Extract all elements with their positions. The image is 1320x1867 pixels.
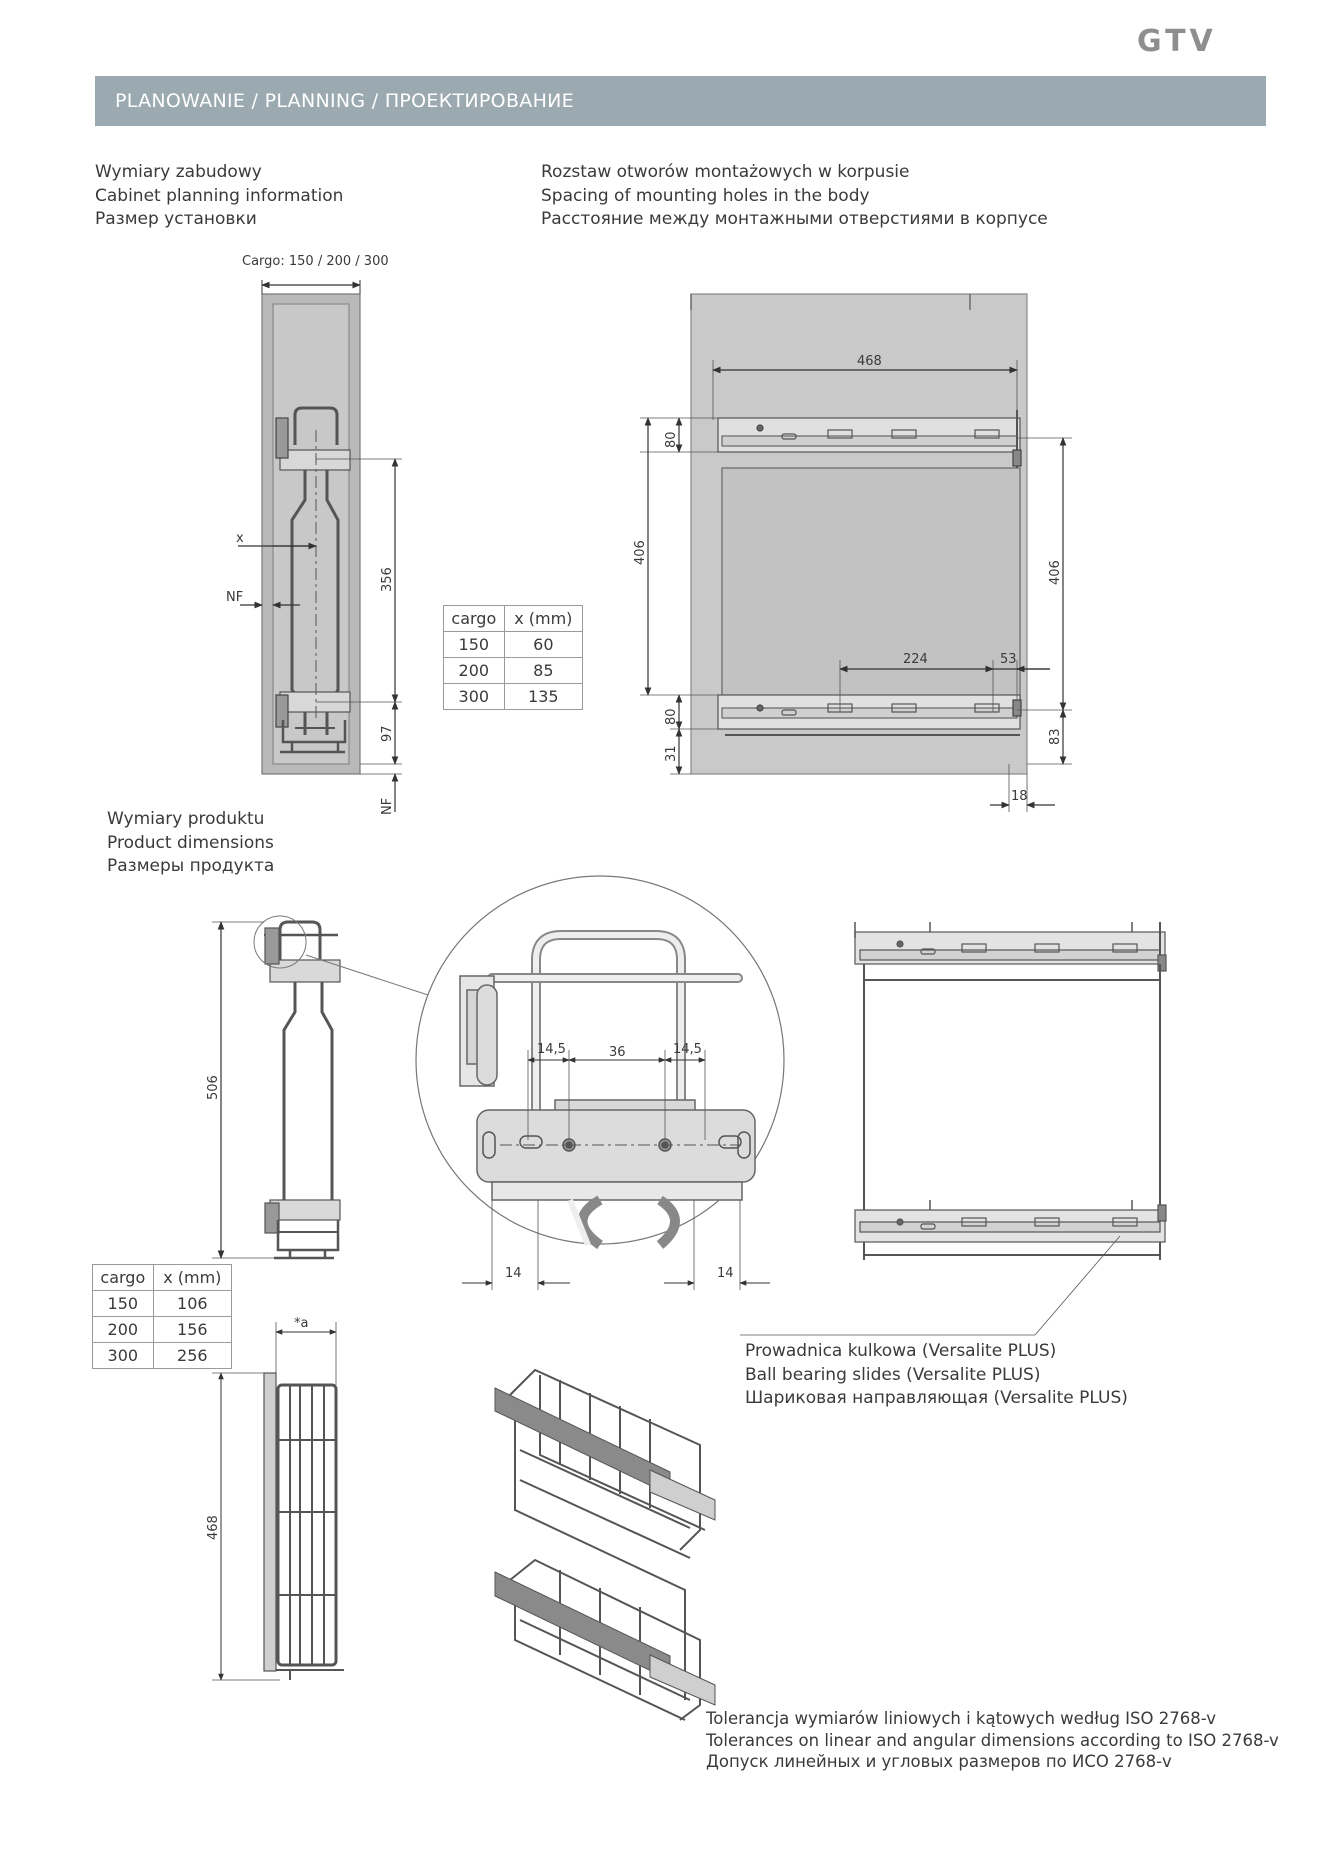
caption-line: Product dimensions [107,832,274,853]
caption-line: Prowadnica kulkowa (Versalite PLUS) [745,1341,1057,1361]
cabinet-planning-caption: Wymiary zabudowy Cabinet planning inform… [95,161,343,232]
dimension-18: 18 [1011,789,1028,804]
caption-line: Размеры продукта [107,856,275,876]
product-side-profile [212,1322,344,1681]
mounting-holes-caption: Rozstaw otworów montażowych w korpusie S… [541,161,1048,232]
ball-bearing-slides-caption: Prowadnica kulkowa (Versalite PLUS) Ball… [745,1340,1128,1411]
table-cell: 85 [503,657,584,684]
table-cell: 256 [152,1342,233,1369]
caption-line: Spacing of mounting holes in the body [541,185,870,206]
product-dimensions-caption: Wymiary produktu Product dimensions Разм… [107,808,274,879]
table-header: x (mm) [503,605,584,632]
dimension-406-left: 406 [633,540,648,565]
dimension-31: 31 [664,745,679,762]
dimension-468-top: 468 [857,354,882,369]
dimension-406-right: 406 [1048,560,1063,585]
table-header: cargo [92,1264,154,1291]
cabinet-front-view [238,280,402,812]
table-cell: 156 [152,1316,233,1343]
product-side-view [740,922,1167,1336]
dimension-468-product: 468 [206,1515,221,1540]
table-cell: 60 [503,631,584,658]
caption-line: Tolerances on linear and angular dimensi… [706,1730,1279,1750]
caption-line: Wymiary zabudowy [95,162,262,182]
brand-logo: GTV [1137,24,1217,59]
dimension-224: 224 [903,652,928,667]
nf-dimension-label-2: NF [380,798,395,815]
table-cell: 300 [92,1342,154,1369]
caption-line: Расстояние между монтажными отверстиями … [541,209,1048,229]
dimension-53: 53 [1000,652,1017,667]
table-cell: 135 [503,683,584,710]
dimension-14-5-right: 14,5 [673,1042,702,1057]
caption-line: Rozstaw otworów montażowych w korpusie [541,162,910,182]
caption-line: Шариковая направляющая (Versalite PLUS) [745,1388,1128,1408]
section-banner: PLANOWANIE / PLANNING / ПРОЕКТИРОВАНИЕ [95,76,1266,126]
dimension-80-top: 80 [664,431,679,448]
dimension-356: 356 [380,567,395,592]
table-cell: 200 [92,1316,154,1343]
caption-line: Допуск линейных и угловых размеров по ИС… [706,1752,1172,1771]
tolerance-note: Tolerancja wymiarów liniowych i kątowych… [706,1708,1279,1773]
caption-line: Размер установки [95,209,257,229]
cabinet-side-view [640,293,1072,812]
caption-line: Wymiary produktu [107,809,265,829]
caption-line: Tolerancja wymiarów liniowych i kątowych… [706,1709,1217,1728]
x-dimension-label: x [236,531,244,546]
dimension-80-bottom: 80 [664,708,679,725]
product-front-view [212,915,429,1260]
table-cell: 300 [443,683,505,710]
table-cell: 106 [152,1290,233,1317]
dimension-36: 36 [609,1045,626,1060]
dimension-506: 506 [206,1075,221,1100]
dimension-97: 97 [380,725,395,742]
caption-line: Ball bearing slides (Versalite PLUS) [745,1364,1041,1385]
dimension-14-left: 14 [505,1266,522,1281]
dimension-14-right: 14 [717,1266,734,1281]
detail-magnified-view [415,875,785,1290]
product-isometric-view [494,1368,716,1721]
dimension-14-5-left: 14,5 [537,1042,566,1057]
dimension-83: 83 [1048,728,1063,745]
cargo-dimension-label: Cargo: 150 / 200 / 300 [242,254,389,269]
table-cell: 200 [443,657,505,684]
nf-dimension-label: NF [226,590,243,605]
caption-line: Cabinet planning information [95,185,344,206]
table-cell: 150 [443,631,505,658]
dimension-star-a: *a [294,1316,308,1331]
